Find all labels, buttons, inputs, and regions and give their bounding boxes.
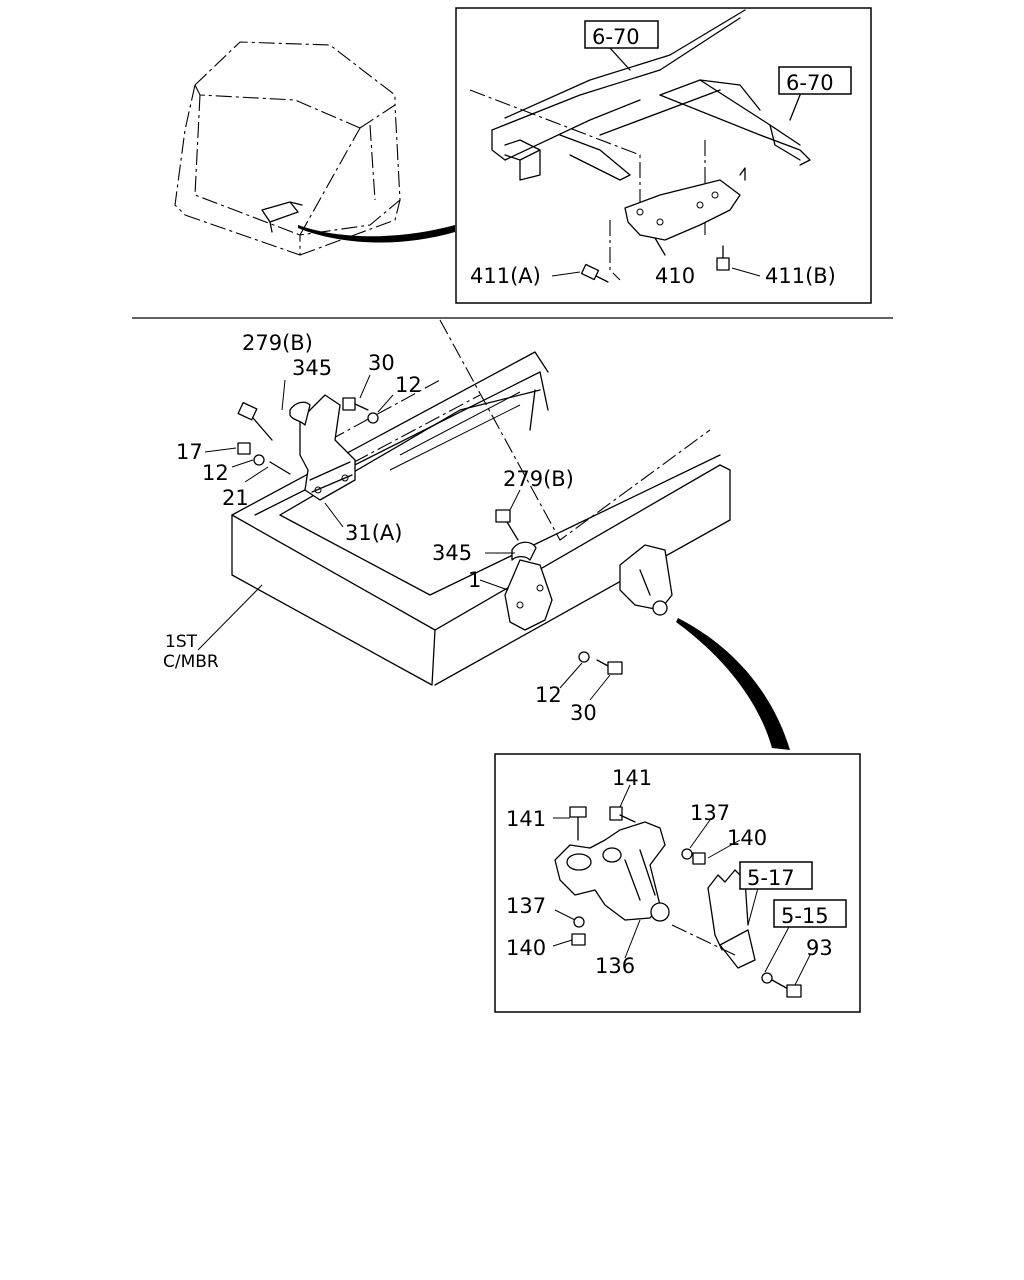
bolt-279b-upper [237, 401, 273, 441]
label-1st: 1ST [165, 632, 198, 652]
label-345-upper: 345 [292, 356, 332, 380]
washer-12-lower [578, 651, 590, 663]
label-411b: 411(B) [765, 264, 836, 288]
hanger-136 [554, 821, 670, 922]
label-137-right: 137 [690, 801, 730, 825]
callout-arrow-bottom [676, 618, 790, 750]
top-inset-frame [455, 7, 872, 304]
label-137-left: 137 [506, 894, 546, 918]
label-279b-lower: 279(B) [503, 467, 574, 491]
ref-670b: 6-70 [786, 71, 834, 95]
label-21: 21 [222, 486, 249, 510]
label-140-left: 140 [506, 936, 546, 960]
washer-12-left [253, 454, 265, 466]
label-12-upper: 12 [395, 373, 422, 397]
leader-410 [654, 237, 666, 256]
bracket-410 [624, 167, 746, 241]
label-410: 410 [655, 264, 695, 288]
label-12-left: 12 [202, 461, 229, 485]
label-279b-upper: 279(B) [242, 331, 313, 355]
leader-1st-cmbr [197, 584, 263, 651]
bolt-141-left [569, 806, 587, 841]
label-141-top: 141 [612, 766, 652, 790]
ref-box-670a [584, 20, 659, 49]
nut-140-left [571, 933, 586, 946]
washer-137-right [681, 848, 693, 860]
nut-140-right [692, 852, 706, 865]
washer-93 [761, 972, 773, 984]
frame-member [231, 319, 731, 686]
label-1: 1 [468, 568, 481, 592]
bolt-30-lower [596, 659, 623, 675]
bolt-141-right [609, 806, 636, 823]
label-93: 93 [806, 936, 833, 960]
label-345-lower: 345 [432, 541, 472, 565]
washer-137-left [573, 916, 585, 928]
label-12-lower: 12 [535, 683, 562, 707]
ref-515: 5-15 [781, 904, 829, 928]
leader-670b [789, 94, 801, 121]
bolt-411a [580, 263, 609, 283]
label-17: 17 [176, 440, 203, 464]
bracket-1 [504, 541, 553, 631]
leader-670a [609, 47, 631, 71]
bottom-inset-frame [494, 753, 861, 1013]
label-cmbr: C/MBR [163, 652, 219, 672]
ref-box-670b [778, 66, 852, 95]
ref-box-517 [739, 861, 813, 890]
label-136: 136 [595, 954, 635, 978]
bolt-30-upper [342, 397, 369, 411]
label-31a: 31(A) [345, 521, 402, 545]
bolt-279b-lower [495, 509, 519, 541]
callout-arrow-top [298, 225, 455, 243]
nut-17 [237, 442, 251, 455]
cab-illustration [174, 41, 401, 256]
label-140-right: 140 [727, 826, 767, 850]
ref-box-515 [773, 899, 847, 928]
bolt-93 [771, 979, 802, 998]
label-30-upper: 30 [368, 351, 395, 375]
label-411a: 411(A) [470, 264, 541, 288]
bracket-31a [289, 394, 356, 501]
ref-517: 5-17 [747, 866, 795, 890]
shackle-bracket [619, 544, 673, 616]
bolt-411b [716, 245, 730, 271]
washer-12-upper [367, 412, 379, 424]
label-30-lower: 30 [570, 701, 597, 725]
stud-21 [269, 461, 291, 475]
top-inset-frame-rails [469, 9, 811, 281]
centerline-shackle [671, 924, 736, 956]
label-141-left: 141 [506, 807, 546, 831]
ref-670a: 6-70 [592, 25, 640, 49]
